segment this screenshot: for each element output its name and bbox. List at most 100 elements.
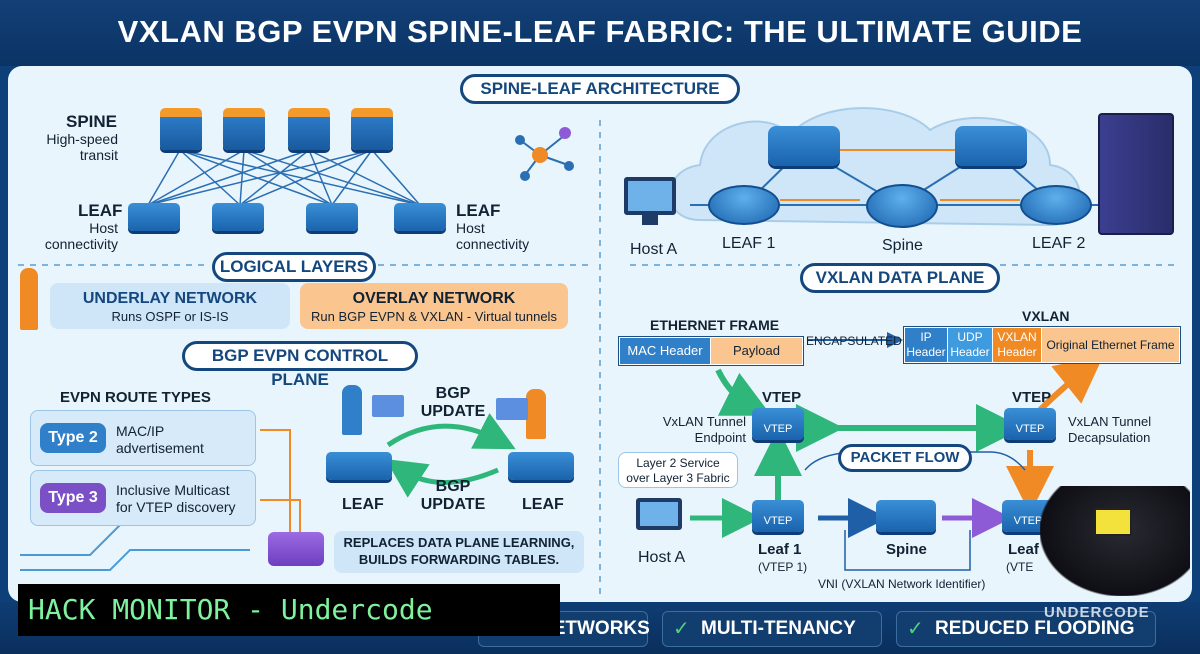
spine-switch-3: [288, 108, 330, 150]
spine-switch-4: [351, 108, 393, 150]
bgp-update-bottom-line2: UPDATE: [420, 496, 486, 513]
bgp-update-top-line2: UPDATE: [420, 403, 486, 420]
frame-to-vtep-arrow: [715, 368, 772, 416]
tunnel-endpoint-line2: Endpoint: [694, 430, 746, 445]
benefit-multi-tenancy-text: MULTI-TENANCY: [701, 618, 856, 639]
decap-line1: VxLAN Tunnel: [1068, 414, 1152, 429]
check-icon: ✓: [673, 618, 690, 640]
server-rack-icon: [1098, 113, 1174, 235]
topology-leaf1-label: LEAF 1: [722, 235, 776, 252]
ip-header-line2: Header: [906, 345, 946, 359]
leaf-switch-1: [128, 203, 180, 231]
type3-desc-line2: for VTEP discovery: [116, 499, 236, 515]
l2-service-line2: over Layer 3 Fabric: [626, 471, 730, 485]
flow-leaf2-sub: (VTE: [1006, 560, 1034, 574]
type2-desc-line2: advertisement: [116, 440, 204, 456]
bgp-leaf-left-label: LEAF: [342, 496, 384, 513]
flow-host-a-monitor-icon: [636, 498, 682, 530]
spine-switch-1: [160, 108, 202, 150]
monitor-stand: [642, 215, 658, 225]
bgp-leaf-right-label: LEAF: [522, 496, 564, 513]
topology-upper-right-switch: [955, 126, 1027, 166]
underlay-network-box: [50, 283, 290, 329]
person-icon: [20, 268, 38, 330]
section-spine-leaf-architecture: SPINE-LEAF ARCHITECTURE: [460, 74, 740, 104]
leaf-desc-right-line1: Host: [456, 220, 485, 236]
host-a-monitor-icon: [624, 177, 676, 215]
leaf-switch-4: [394, 203, 446, 231]
section-logical-layers: LOGICAL LAYERS: [212, 252, 376, 282]
leaf-label-right: LEAF: [456, 201, 501, 220]
bgp-leaf-right-switch: [508, 452, 574, 480]
vtep-left-chip: VTEP: [752, 408, 804, 440]
person-right-icon: [526, 389, 546, 439]
type3-badge: Type 3: [40, 483, 106, 513]
bgp-update-arrow-left: [385, 459, 499, 498]
overlay-network-box: [300, 283, 568, 329]
payload-cell: Payload: [711, 338, 802, 364]
flow-spine-label: Spine: [886, 541, 927, 558]
check-icon: ✓: [907, 618, 924, 640]
original-frame-cell: Original Ethernet Frame: [1042, 328, 1179, 362]
vtep-right-chip: VTEP: [1004, 408, 1056, 440]
replaces-line1: REPLACES DATA PLANE LEARNING,: [343, 535, 575, 550]
undercode-watermark: UNDERCODE: [1044, 604, 1150, 621]
octopus-hacker-logo: [1040, 486, 1190, 596]
benefit-multi-tenancy: ✓ MULTI-TENANCY: [662, 611, 882, 647]
flow-leaf1-label: Leaf 1: [758, 541, 802, 558]
flow-leaf2-label: Leaf: [1008, 541, 1039, 558]
topology-host-a: Host A: [630, 241, 678, 258]
vxlan-label: VXLAN: [1022, 308, 1070, 324]
benefit-reduced-flooding: ✓REDUCED FLOODING: [896, 611, 1156, 647]
spine-desc-line1: High-speed: [46, 131, 118, 147]
topology-leaf1-router: [708, 185, 780, 225]
ip-header-line1: IP: [920, 330, 932, 344]
replaces-line2: BUILDS FORWARDING TABLES.: [358, 552, 560, 567]
bgp-update-top-line1: BGP: [435, 385, 471, 402]
section-bgp-evpn-control-plane: BGP EVPN CONTROL PLANE: [182, 341, 418, 389]
page-title: VXLAN BGP EVPN SPINE-LEAF FABRIC: THE UL…: [117, 14, 1083, 49]
topology-spine-label: Spine: [882, 237, 923, 254]
underlay-title: UNDERLAY NETWORK: [82, 290, 258, 307]
underlay-desc: Runs OSPF or IS-IS: [111, 309, 229, 324]
topology-leaf2-label: LEAF 2: [1032, 235, 1086, 252]
circuit-lines-blue: [20, 524, 250, 571]
benefit-networks: NETWORKS: [478, 611, 650, 647]
spine-leaf-links: [147, 149, 421, 206]
flow-host-a-label: Host A: [638, 549, 686, 566]
spine-desc-line2: transit: [79, 147, 118, 163]
bgp-update-arrow-right: [386, 413, 516, 450]
replaces-learning-box: [334, 531, 584, 573]
overlay-title: OVERLAY NETWORK: [352, 290, 516, 307]
screen-left-icon: [372, 395, 404, 417]
leaf-switch-3: [306, 203, 358, 231]
topology-spine-router: [866, 184, 938, 228]
flow-leaf1-vtep: VTEP: [752, 500, 804, 532]
vni-bracket: [844, 530, 971, 571]
udp-header-line1: UDP: [957, 330, 983, 344]
bgp-update-bottom-line1: BGP: [435, 478, 471, 495]
mac-header-cell: MAC Header: [620, 338, 710, 364]
leaf-switch-2: [212, 203, 264, 231]
leaf-desc-right-line2: connectivity: [456, 236, 530, 252]
l2-service-line1: Layer 2 Service: [636, 456, 720, 470]
network-nodes-icon: [515, 127, 574, 181]
ethernet-frame-label: ETHERNET FRAME: [650, 317, 780, 333]
vni-label: VNI (VXLAN Network Identifier): [818, 577, 986, 591]
topology-upper-left-switch: [768, 126, 840, 166]
flow-leaf1-sub: (VTEP 1): [758, 560, 808, 574]
vxlan-header-line2: Header: [997, 345, 1037, 359]
topology-leaf2-router: [1020, 185, 1092, 225]
title-bar: VXLAN BGP EVPN SPINE-LEAF FABRIC: THE UL…: [0, 0, 1200, 66]
leaf-desc-left-line1: Host: [89, 220, 118, 236]
spine-switch-2: [223, 108, 265, 150]
type2-badge: Type 2: [40, 423, 106, 453]
vtep-left-label: VTEP: [762, 389, 802, 406]
hack-monitor-banner: HACK MONITOR - Undercode: [18, 584, 560, 636]
vtep-to-decap-arrow: [1037, 355, 1104, 413]
bgp-leaf-left-switch: [326, 452, 392, 480]
vtep-right-label: VTEP: [1012, 389, 1052, 406]
